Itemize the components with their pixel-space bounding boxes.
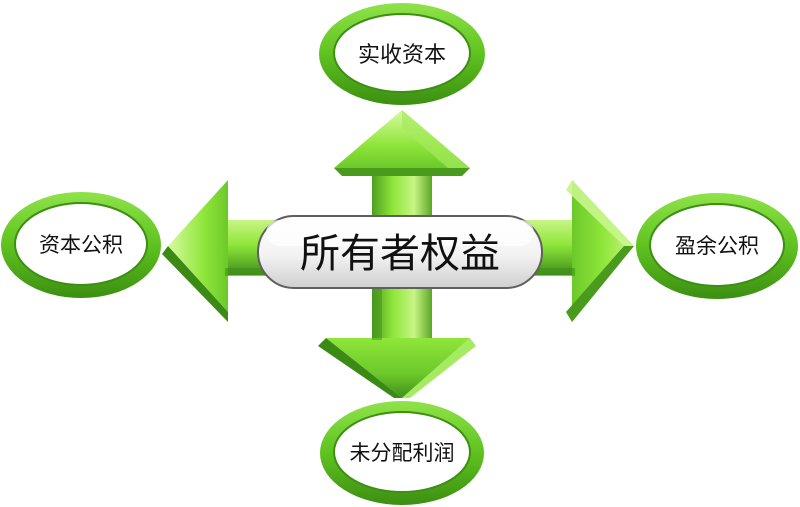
arrow-left xyxy=(162,180,228,322)
node-top-label: 实收资本 xyxy=(358,43,446,68)
node-left: 资本公积 xyxy=(1,192,161,298)
center-node: 所有者权益 xyxy=(257,215,543,289)
center-label: 所有者权益 xyxy=(300,231,500,277)
node-left-label: 资本公积 xyxy=(39,233,123,257)
node-bottom-label: 未分配利润 xyxy=(350,441,455,465)
arrow-right xyxy=(566,180,634,322)
node-bottom: 未分配利润 xyxy=(320,401,484,505)
node-top: 实收资本 xyxy=(319,3,485,105)
node-right-label: 盈余公积 xyxy=(675,234,759,258)
arrow-up xyxy=(334,110,470,176)
arrow-down xyxy=(318,338,476,398)
node-right: 盈余公积 xyxy=(636,193,798,299)
